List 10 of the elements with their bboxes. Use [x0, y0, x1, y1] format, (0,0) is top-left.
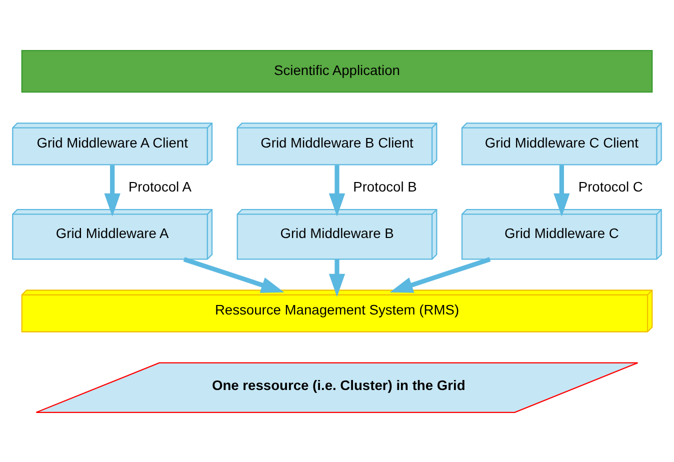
- arrow: [554, 164, 570, 216]
- node-box: Scientific Application: [21, 50, 653, 92]
- edge-label: Protocol C: [578, 178, 643, 194]
- arrow: [183, 256, 284, 292]
- edge-label: Protocol B: [353, 178, 417, 194]
- arrow: [104, 164, 120, 216]
- arrow: [328, 258, 346, 296]
- arrow: [390, 256, 491, 292]
- edge-label: Protocol A: [128, 178, 192, 194]
- arrow: [328, 164, 346, 216]
